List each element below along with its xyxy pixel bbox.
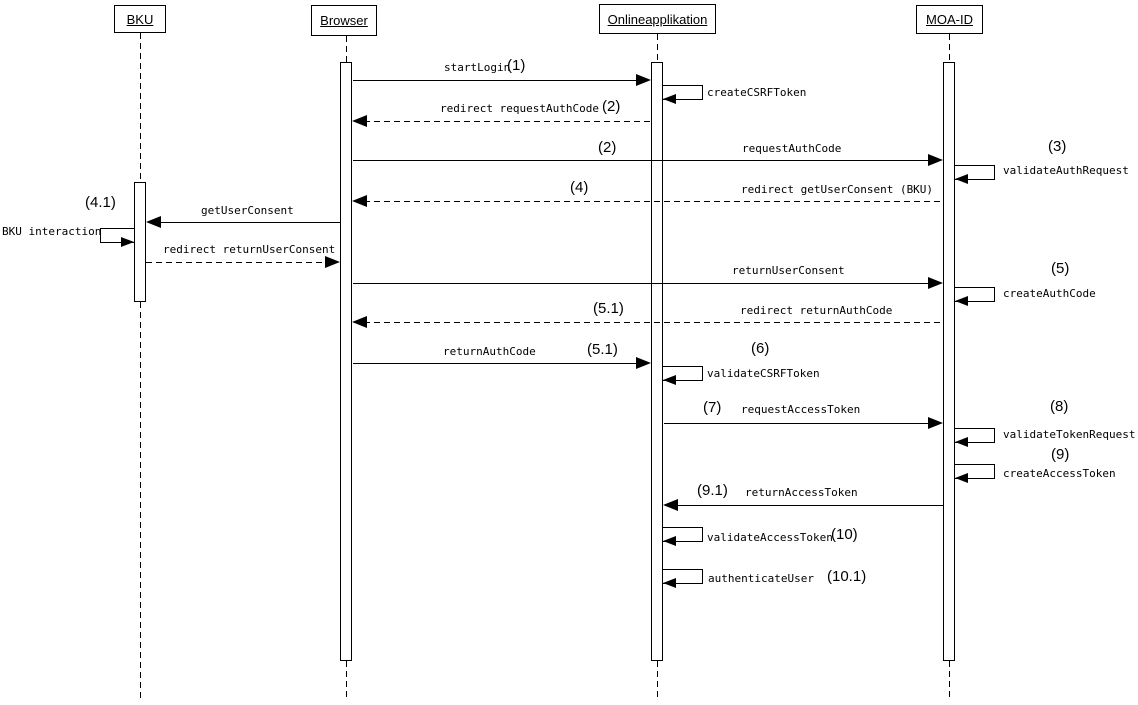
lifeline-moa-id-lower (949, 661, 950, 700)
self-call-arrowhead-validateaccesstoken (663, 536, 676, 546)
message-line-redirect-requestauthcode (364, 121, 651, 122)
lifeline-moa-id-upper (949, 34, 950, 62)
arrowhead-requestaccesstoken (928, 417, 943, 429)
message-label-validatetokenrequest: validateTokenRequest (1003, 428, 1136, 441)
self-call-validatetokenrequest (955, 428, 995, 447)
message-line-returnauthcode (353, 363, 643, 364)
self-call-arrowhead-createcsrftoken (663, 94, 676, 104)
activation-bar-bku (134, 182, 146, 302)
actor-box-bku: BKU (114, 5, 166, 33)
step-number-5-1b: (5.1) (587, 341, 618, 358)
activation-bar-onlineapplikation (651, 62, 663, 661)
message-label-returnauthcode: returnAuthCode (443, 345, 536, 358)
message-line-redirect-returnauthcode (364, 322, 943, 323)
self-call-arrowhead-validateauthrequest (955, 174, 968, 184)
actor-box-moa-id: MOA-ID (916, 5, 983, 34)
actor-box-browser: Browser (311, 5, 377, 36)
step-number-6: (6) (751, 340, 770, 357)
message-label-validatecsrftoken: validateCSRFToken (707, 367, 820, 380)
step-number-8: (8) (1050, 398, 1069, 415)
lifeline-bku-lower (140, 302, 141, 700)
step-number-5: (5) (1051, 260, 1070, 277)
message-label-validateaccesstoken: validateAccessToken (707, 531, 833, 544)
message-line-redirect-getuserconsent (364, 201, 943, 202)
message-line-redirect-returnuserconsent (146, 262, 328, 263)
message-label-createauthcode: createAuthCode (1003, 287, 1096, 300)
arrowhead-redirect-returnauthcode (352, 316, 367, 328)
arrowhead-redirect-requestauthcode (352, 115, 367, 127)
message-label-redirect-requestauthcode: redirect requestAuthCode (440, 102, 599, 115)
actor-label-bku: BKU (126, 11, 154, 27)
step-number-10-1: (10.1) (827, 568, 867, 585)
self-call-arrowhead-authenticateuser (663, 578, 676, 588)
step-number-9-1: (9.1) (697, 482, 728, 499)
self-call-bku-interaction (100, 228, 134, 247)
message-label-returnuserconsent: returnUserConsent (732, 264, 845, 277)
arrowhead-redirect-getuserconsent (352, 195, 367, 207)
message-label-requestaccesstoken: requestAccessToken (741, 403, 861, 416)
message-line-requestaccesstoken (664, 423, 935, 424)
step-number-4-1: (4.1) (85, 194, 116, 211)
message-line-returnaccesstoken (676, 505, 943, 506)
arrowhead-returnuserconsent (928, 277, 943, 289)
lifeline-bku-upper (140, 33, 141, 182)
message-label-redirect-returnauthcode: redirect returnAuthCode (740, 304, 893, 317)
message-label-requestauthcode: requestAuthCode (742, 142, 842, 155)
actor-box-onlineapplikation: Onlineapplikation (599, 4, 716, 34)
step-number-5-1a: (5.1) (593, 300, 624, 317)
step-number-9: (9) (1051, 446, 1070, 463)
self-call-createcsrftoken (663, 85, 703, 104)
message-label-redirect-returnuserconsent: redirect returnUserConsent (163, 243, 336, 256)
message-line-returnuserconsent (353, 283, 935, 284)
message-label-bku-interaction: BKU interaction (2, 225, 102, 238)
message-label-validateauthrequest: validateAuthRequest (1003, 164, 1129, 177)
arrowhead-returnaccesstoken (663, 499, 678, 511)
self-call-arrowhead-bku-interaction (121, 237, 134, 247)
activation-bar-moa-id (943, 62, 955, 661)
message-line-startlogin (353, 80, 643, 81)
self-call-createaccesstoken (955, 464, 995, 483)
step-number-3: (3) (1048, 138, 1067, 155)
arrowhead-requestauthcode (928, 154, 943, 166)
message-label-returnaccesstoken: returnAccessToken (745, 486, 858, 499)
arrowhead-redirect-returnuserconsent (325, 256, 340, 268)
self-call-arrowhead-validatetokenrequest (955, 437, 968, 447)
step-number-1: (1) (507, 57, 526, 74)
self-call-authenticateuser (663, 569, 703, 588)
message-label-getuserconsent: getUserConsent (201, 204, 294, 217)
self-call-arrowhead-createaccesstoken (955, 473, 968, 483)
step-number-10: (10) (831, 526, 858, 543)
lifeline-onlineapplikation-upper (657, 34, 658, 62)
self-call-arrowhead-validatecsrftoken (663, 375, 676, 385)
self-call-validatecsrftoken (663, 366, 703, 385)
self-call-createauthcode (955, 287, 995, 306)
step-number-2a: (2) (602, 98, 621, 115)
activation-bar-browser (340, 62, 352, 661)
message-label-authenticateuser: authenticateUser (708, 572, 814, 585)
actor-label-onlineapplikation: Onlineapplikation (607, 11, 708, 27)
lifeline-browser-lower (346, 661, 347, 700)
lifeline-browser-upper (346, 36, 347, 62)
self-call-validateaccesstoken (663, 527, 703, 546)
self-call-arrowhead-createauthcode (955, 296, 968, 306)
arrowhead-getuserconsent (146, 216, 161, 228)
self-call-validateauthrequest (955, 165, 995, 184)
message-label-redirect-getuserconsent: redirect getUserConsent (BKU) (741, 183, 934, 196)
actor-label-browser: Browser (320, 13, 368, 28)
step-number-2b: (2) (598, 139, 617, 156)
message-label-createcsrftoken: createCSRFToken (707, 86, 807, 99)
actor-label-moa-id: MOA-ID (926, 12, 973, 27)
message-label-createaccesstoken: createAccessToken (1003, 467, 1116, 480)
message-line-requestauthcode (353, 160, 935, 161)
arrowhead-returnauthcode (636, 357, 651, 369)
message-line-getuserconsent (159, 222, 340, 223)
lifeline-onlineapplikation-lower (657, 661, 658, 700)
arrowhead-startlogin (636, 74, 651, 86)
step-number-7: (7) (703, 399, 722, 416)
step-number-4: (4) (570, 179, 589, 196)
message-label-startlogin: startLogin (444, 61, 511, 74)
